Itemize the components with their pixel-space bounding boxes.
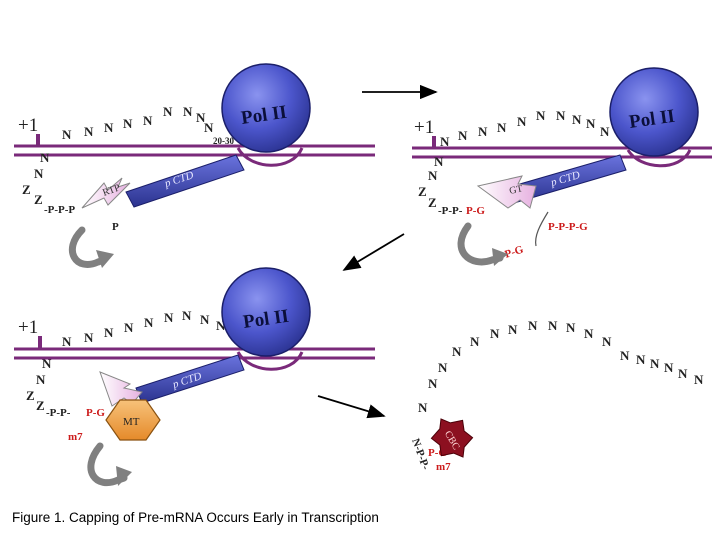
ctd-tail bbox=[125, 154, 245, 208]
svg-text:Z: Z bbox=[26, 388, 35, 403]
arrow-step2 bbox=[342, 233, 405, 271]
svg-text:N: N bbox=[548, 318, 558, 333]
svg-text:N: N bbox=[664, 360, 674, 375]
svg-text:N: N bbox=[508, 322, 518, 337]
rna-nucleotides-2: N N N N N N N N N N N N Z Z -P-P- P-G bbox=[418, 108, 610, 217]
svg-text:N: N bbox=[84, 124, 94, 139]
panel-4: N N N N N N N N N N N N N N N N N N N-P-… bbox=[409, 318, 704, 473]
svg-text:N: N bbox=[478, 124, 488, 139]
svg-text:N: N bbox=[600, 124, 610, 139]
svg-text:N: N bbox=[620, 348, 630, 363]
svg-text:N: N bbox=[536, 108, 546, 123]
svg-text:N: N bbox=[497, 120, 507, 135]
svg-text:P: P bbox=[112, 221, 119, 233]
svg-text:N: N bbox=[428, 168, 438, 183]
svg-text:Z: Z bbox=[22, 182, 31, 197]
svg-text:N: N bbox=[183, 104, 193, 119]
gt-enzyme bbox=[476, 175, 537, 209]
svg-text:N: N bbox=[452, 344, 462, 359]
svg-text:N: N bbox=[556, 108, 566, 123]
panel-2: +1 N N N N N N N N N N N N Z Z -P-P- P-G… bbox=[412, 67, 712, 266]
svg-text:20-30: 20-30 bbox=[213, 136, 234, 146]
rna-nucleotides: N N N N N N N N N 20-30 N N Z Z -P-P-P bbox=[22, 104, 234, 216]
svg-text:N: N bbox=[602, 334, 612, 349]
svg-text:N: N bbox=[470, 334, 480, 349]
svg-text:N: N bbox=[204, 120, 214, 135]
svg-text:N: N bbox=[62, 334, 72, 349]
svg-text:P-G: P-G bbox=[503, 243, 525, 260]
svg-text:N: N bbox=[164, 310, 174, 325]
pol2-body bbox=[221, 63, 311, 153]
svg-text:N: N bbox=[104, 325, 114, 340]
svg-text:P-G: P-G bbox=[466, 205, 485, 217]
cbc-complex: CBC bbox=[430, 418, 474, 458]
svg-text:m7: m7 bbox=[436, 461, 451, 473]
svg-text:Z: Z bbox=[428, 195, 437, 210]
svg-text:Z: Z bbox=[34, 192, 43, 207]
svg-text:P-G: P-G bbox=[86, 407, 105, 419]
svg-text:m7: m7 bbox=[68, 431, 83, 443]
svg-text:N: N bbox=[200, 312, 210, 327]
svg-text:N: N bbox=[143, 113, 153, 128]
plus1-label: +1 bbox=[18, 115, 38, 136]
svg-text:N: N bbox=[440, 134, 450, 149]
svg-text:N: N bbox=[182, 308, 192, 323]
svg-text:P-P-P-G: P-P-P-G bbox=[548, 221, 588, 233]
svg-text:MT: MT bbox=[123, 416, 140, 428]
svg-text:GT: GT bbox=[508, 183, 523, 197]
svg-text:N: N bbox=[434, 154, 444, 169]
svg-text:Z: Z bbox=[418, 184, 427, 199]
svg-text:N: N bbox=[438, 360, 448, 375]
svg-text:N: N bbox=[418, 400, 428, 415]
svg-text:N: N bbox=[572, 112, 582, 127]
svg-text:N: N bbox=[144, 315, 154, 330]
svg-text:N: N bbox=[636, 352, 646, 367]
arrow-step3 bbox=[317, 395, 386, 419]
svg-text:N: N bbox=[62, 127, 72, 142]
svg-text:N: N bbox=[123, 116, 133, 131]
rna-nucleotides-3: N N N N N N N N N N N N Z Z -P-P- P-G m7 bbox=[26, 308, 240, 443]
mt-enzyme bbox=[105, 399, 161, 441]
svg-text:-P-P-: -P-P- bbox=[438, 205, 463, 217]
svg-text:N: N bbox=[528, 318, 538, 333]
svg-text:+1: +1 bbox=[18, 317, 38, 338]
svg-text:N: N bbox=[584, 326, 594, 341]
svg-text:N: N bbox=[566, 320, 576, 335]
svg-text:N: N bbox=[42, 356, 52, 371]
svg-text:N: N bbox=[34, 166, 44, 181]
svg-text:N: N bbox=[586, 116, 596, 131]
figure-caption: Figure 1. Capping of Pre-mRNA Occurs Ear… bbox=[12, 510, 379, 525]
svg-text:N: N bbox=[36, 372, 46, 387]
svg-text:N: N bbox=[694, 372, 704, 387]
svg-text:N: N bbox=[104, 120, 114, 135]
svg-text:N: N bbox=[458, 128, 468, 143]
svg-text:N: N bbox=[517, 114, 527, 129]
svg-text:N: N bbox=[490, 326, 500, 341]
svg-text:-P-P-P: -P-P-P bbox=[44, 204, 75, 216]
svg-text:N: N bbox=[428, 376, 438, 391]
svg-text:Z: Z bbox=[36, 398, 45, 413]
svg-text:-P-P-: -P-P- bbox=[46, 407, 71, 419]
svg-text:N: N bbox=[216, 318, 226, 333]
rtp-enzyme bbox=[81, 177, 131, 209]
svg-text:N: N bbox=[678, 366, 688, 381]
panel-3: +1 N N N N N N N N N N N N Z Z -P-P- P-G… bbox=[14, 267, 375, 487]
svg-text:N: N bbox=[650, 356, 660, 371]
panel-1: +1 N N N N N N N N N 20-30 N N Z Z -P-P-… bbox=[14, 63, 375, 268]
rna-nucleotides-4: N N N N N N N N N N N N N N N N N N bbox=[418, 318, 704, 415]
svg-text:N: N bbox=[163, 104, 173, 119]
svg-text:+1: +1 bbox=[414, 117, 434, 138]
svg-text:N: N bbox=[40, 150, 50, 165]
svg-text:N: N bbox=[84, 330, 94, 345]
svg-text:N: N bbox=[124, 320, 134, 335]
svg-text:N: N bbox=[196, 110, 206, 125]
